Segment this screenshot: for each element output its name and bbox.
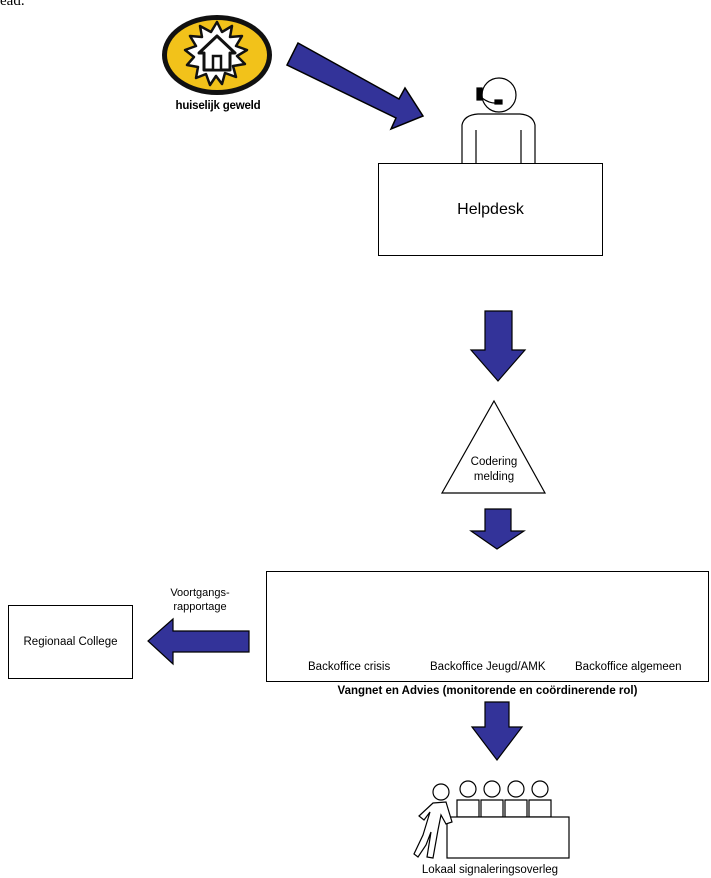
vangnet-box — [266, 571, 709, 682]
backoffice-crisis-label: Backoffice crisis — [308, 661, 391, 673]
helpdesk-operator-icon — [461, 77, 536, 163]
backoffice-algemeen-label: Backoffice algemeen — [575, 661, 682, 673]
helpdesk-label: Helpdesk — [457, 200, 524, 218]
report-label-line2: rapportage — [173, 601, 227, 613]
top-text-fragment: ead. — [0, 0, 25, 9]
triangle-label: Codering melding — [462, 455, 526, 485]
triangle-label-line2: melding — [473, 471, 515, 483]
report-label-line1: Voortgangs- — [170, 587, 230, 599]
vangnet-label: Vangnet en Advies (monitorende en coördi… — [337, 685, 638, 697]
triangle-label-line1: Codering — [470, 456, 518, 468]
down-arrow-helpdesk-to-triangle — [469, 310, 527, 382]
meeting-group-icon — [413, 780, 570, 859]
diagonal-arrow-to-helpdesk — [285, 41, 425, 131]
lokaal-label: Lokaal signaleringsoverleg — [421, 864, 559, 876]
codering-triangle — [440, 399, 547, 494]
report-label: Voortgangs- rapportage — [150, 586, 250, 614]
down-arrow-vangnet-to-lokaal — [470, 701, 524, 761]
house-logo-icon — [162, 15, 272, 95]
logo-caption: huiselijk geweld — [175, 100, 261, 112]
college-label: Regionaal College — [23, 636, 118, 648]
left-arrow-to-college — [147, 617, 250, 666]
backoffice-jeugd-label: Backoffice Jeugd/AMK — [430, 661, 546, 673]
helpdesk-box: Helpdesk — [378, 163, 603, 256]
down-arrow-triangle-to-vangnet — [469, 508, 526, 550]
college-box: Regionaal College — [8, 605, 133, 679]
